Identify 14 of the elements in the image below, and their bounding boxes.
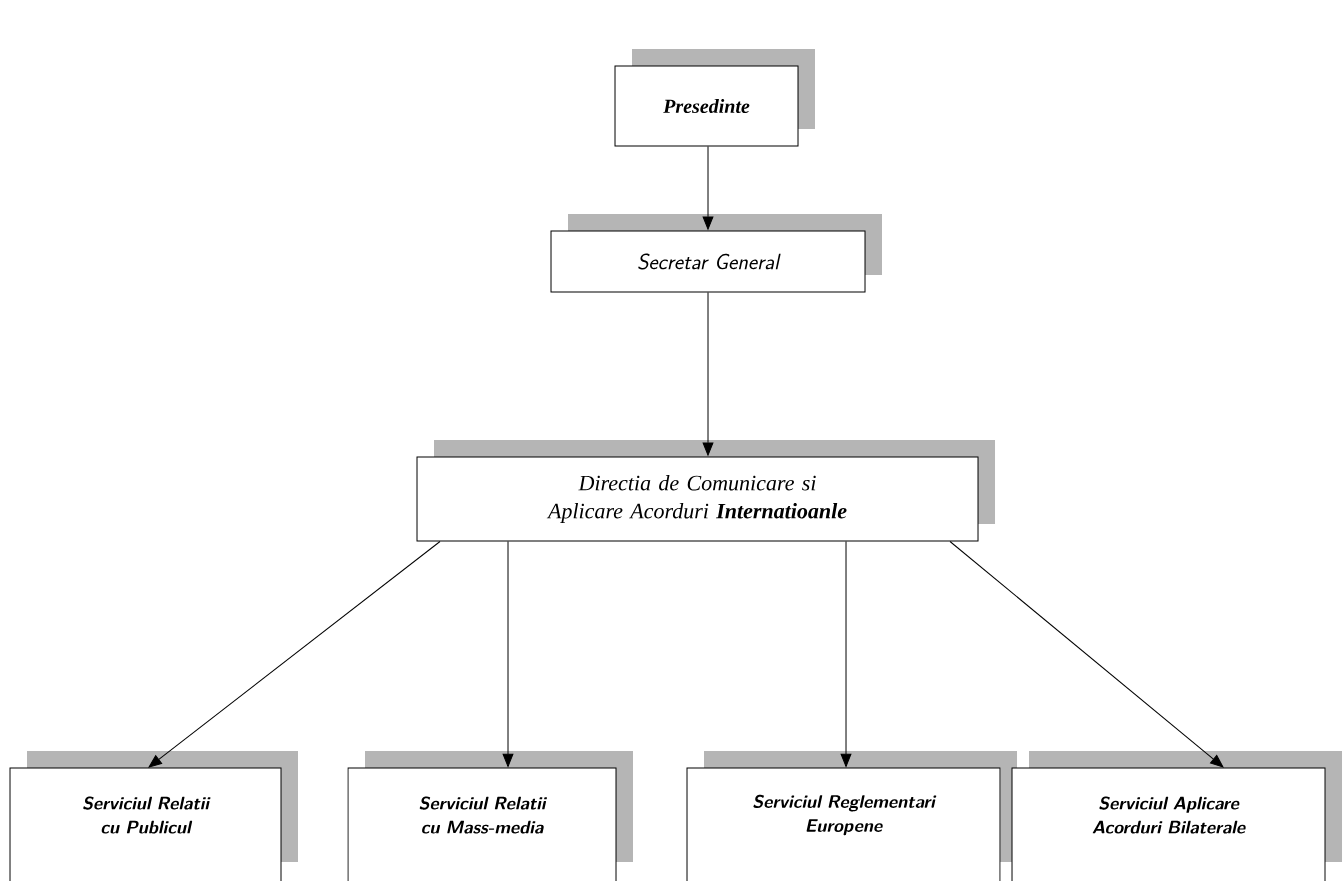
node-label: Serviciul Reglementari Europene xyxy=(753,794,937,836)
arrow xyxy=(949,541,1224,768)
arrow xyxy=(702,146,714,230)
org-box: Serviciul Relatii cu Publicul xyxy=(9,751,298,881)
arrow xyxy=(702,292,714,456)
arrow xyxy=(502,541,514,767)
arrow xyxy=(148,541,441,768)
org-box: Serviciul Reglementari Europene xyxy=(686,751,1017,881)
org-box: Serviciul Relatii cu Mass-media xyxy=(347,751,633,881)
org-box: Secretar General xyxy=(550,214,882,293)
org-box: Presedinte xyxy=(614,49,815,147)
org-box: Serviciul Aplicare Acorduri Bilaterale xyxy=(1011,751,1342,881)
arrow xyxy=(840,541,852,767)
org-box: Directia de Comunicare si Aplicare Acorduri Internatioanle xyxy=(416,440,995,542)
